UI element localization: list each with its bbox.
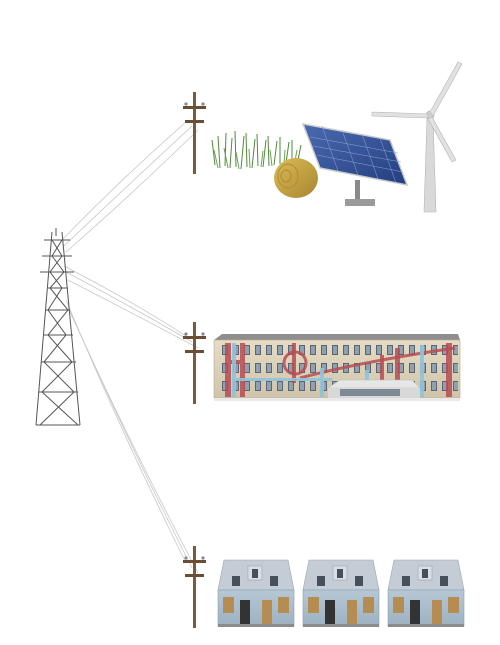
house-icon [387,559,465,627]
power-lines [61,121,199,574]
office-building-icon [213,334,461,401]
hay-bale-icon [274,158,318,198]
utility-pole-icon [183,322,206,404]
wind-turbine-icon [371,61,463,213]
utility-pole-icon [183,546,206,628]
house-icon [217,559,295,627]
house-icon [302,559,380,627]
grass-crop-icon [211,130,302,170]
lattice-tower-icon [35,228,81,426]
utility-pole-icon [183,92,206,174]
solar-panel-icon [301,123,409,206]
